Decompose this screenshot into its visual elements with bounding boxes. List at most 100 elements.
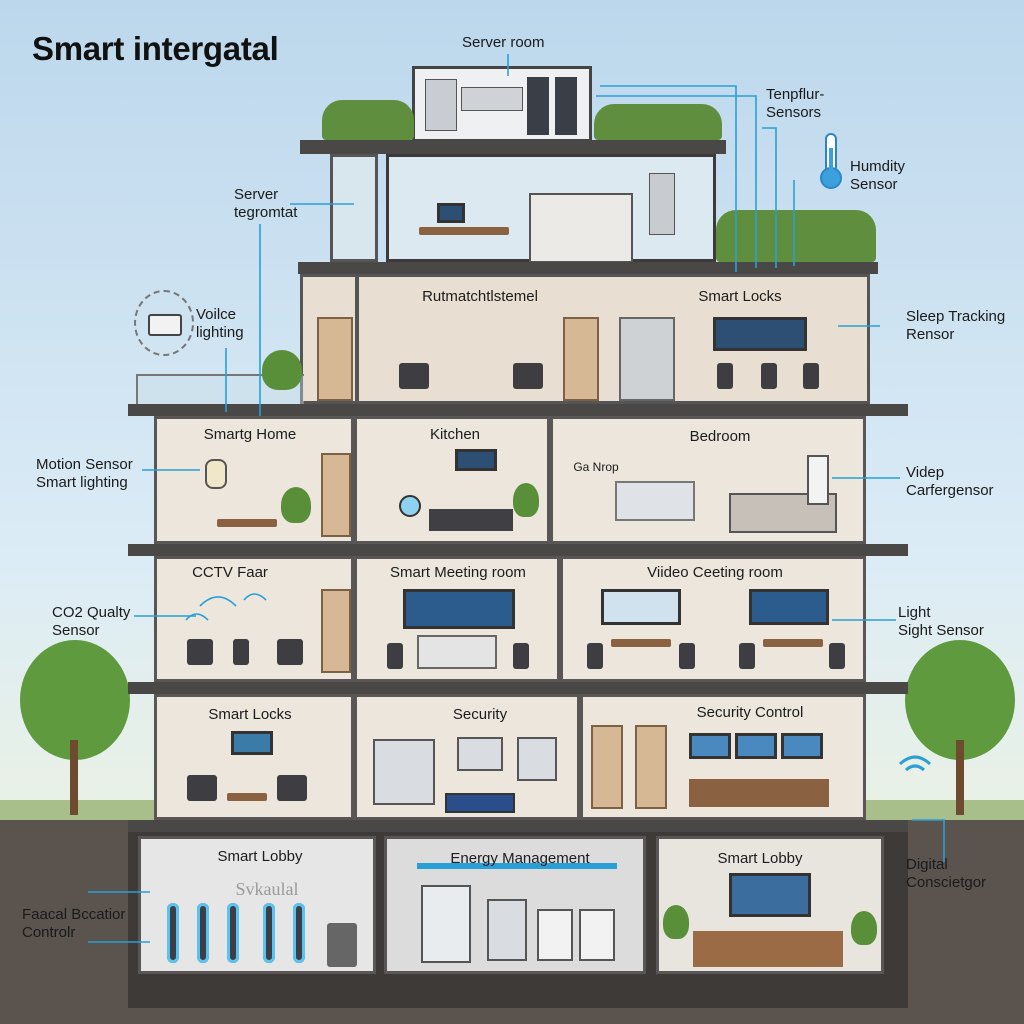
chair — [679, 643, 695, 669]
potted-plant — [663, 905, 689, 939]
turnstile — [227, 903, 239, 963]
door — [321, 589, 351, 673]
chair — [587, 643, 603, 669]
chair — [513, 643, 529, 669]
label-temp-sensors: Tenpflur- Sensors — [766, 86, 825, 121]
wardrobe — [807, 455, 829, 505]
armchair — [187, 639, 213, 665]
room-smart-lobby-left: Svkaulal — [138, 836, 376, 974]
wifi-icon — [898, 755, 932, 772]
door — [321, 453, 351, 537]
pipe — [417, 863, 617, 869]
door — [563, 317, 599, 401]
line-temp-3 — [762, 127, 777, 268]
door — [635, 725, 667, 809]
turnstile — [197, 903, 209, 963]
room-energy-management — [384, 836, 646, 974]
room-smart-meeting — [354, 556, 560, 682]
glass-partition — [615, 481, 695, 521]
tv-console — [217, 519, 277, 527]
potted-plant — [281, 487, 311, 523]
slab-basement — [128, 820, 908, 832]
wall-screen — [713, 317, 807, 351]
armchair — [399, 363, 429, 389]
chair — [761, 363, 777, 389]
tree-left-trunk — [70, 740, 78, 815]
chair — [739, 643, 755, 669]
label-server-room: Server room — [462, 34, 545, 51]
turnstile — [263, 903, 275, 963]
room-bedroom — [550, 416, 866, 544]
voice-assistant-icon — [134, 290, 194, 356]
table — [763, 639, 823, 647]
control-unit — [457, 737, 503, 771]
roof-garden-right — [594, 104, 722, 140]
label-voice-lighting: Voilce lighting — [196, 306, 244, 341]
turnstile — [293, 903, 305, 963]
roof-garden-left — [322, 100, 414, 140]
armchair — [187, 775, 217, 801]
line-temp-2 — [600, 85, 737, 272]
potted-plant — [513, 483, 539, 517]
slab-4 — [128, 682, 908, 694]
stair-tower — [330, 154, 378, 262]
room-label-energy: Energy Management — [450, 850, 590, 867]
room-label-meeting: Smart Meeting room — [390, 564, 526, 581]
monitor — [735, 733, 777, 759]
room-label-ga-nrop: Ga Nrop — [573, 460, 619, 474]
server-unit — [461, 87, 523, 111]
video-screen-1 — [601, 589, 681, 625]
room-label-smart-lobby-right: Smart Lobby — [717, 850, 803, 867]
wall-divider — [355, 277, 359, 401]
label-sleep-tracking: Sleep Tracking Rensor — [906, 308, 1006, 343]
lobby-screen — [729, 873, 811, 917]
roof-slab — [300, 140, 726, 154]
room-kitchen — [354, 416, 550, 544]
door — [591, 725, 623, 809]
slab-3 — [128, 544, 908, 556]
control-console — [529, 193, 633, 263]
armchair — [277, 775, 307, 801]
heat-pump — [579, 909, 615, 961]
coffee-table — [227, 793, 267, 801]
lobby-sign: Svkaulal — [235, 879, 299, 899]
office-desk — [419, 227, 509, 235]
monitor — [689, 733, 731, 759]
label-video-sensor: Videp Carfergensor — [906, 464, 994, 499]
room-label-smartg-home: Smartg Home — [203, 426, 297, 443]
potted-plant — [262, 350, 302, 390]
room-security-control — [580, 694, 866, 820]
server-rack — [527, 77, 549, 135]
meeting-desk — [417, 635, 497, 669]
floor-top — [300, 274, 870, 404]
line-temp — [596, 95, 757, 268]
turnstile — [167, 903, 179, 963]
armchair — [277, 639, 303, 665]
room-label-security: Security — [452, 706, 508, 723]
desk-monitor — [437, 203, 465, 223]
inverter — [487, 899, 527, 961]
table — [611, 639, 671, 647]
room-label-cctv: CCTV Faar — [192, 564, 268, 581]
room-label-video: Viideo Ceeting room — [647, 564, 783, 581]
room-label-security-control: Security Control — [696, 704, 804, 721]
label-server-tegromtat: Server tegromtat — [234, 186, 298, 221]
room-smart-lobby-right — [656, 836, 884, 974]
glass-office — [386, 154, 716, 263]
armchair — [513, 363, 543, 389]
room-smartg-home — [154, 416, 354, 544]
cabinet — [649, 173, 675, 235]
label-co2-sensor: CO2 Qualty Sensor — [52, 604, 131, 639]
room-security — [354, 694, 580, 820]
room-label-smart-locks: Smart Locks — [208, 706, 292, 723]
electrical-panel — [373, 739, 435, 805]
kitchen-screen — [455, 449, 497, 471]
video-screen-2 — [749, 589, 829, 625]
room-smart-locks — [154, 694, 354, 820]
label-light-sensor: Light Sight Sensor — [898, 604, 984, 639]
label-facial-control: Faacal Bccatior Controlr — [22, 906, 126, 941]
pendant-lamp — [205, 459, 227, 489]
meeting-screen — [403, 589, 515, 629]
room-label-smart-lobby: Smart Lobby — [217, 848, 303, 865]
